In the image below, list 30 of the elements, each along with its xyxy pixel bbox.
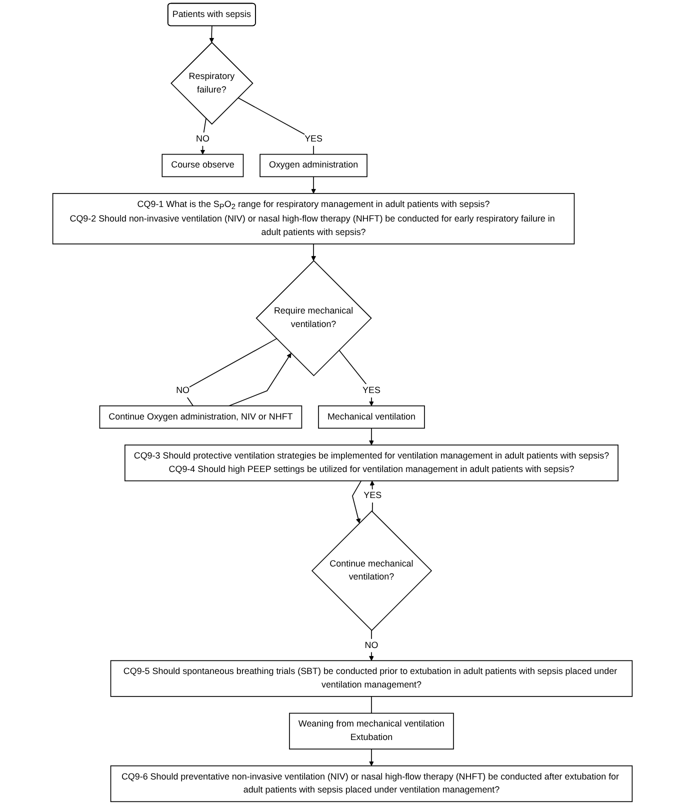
node-box: Mechanical ventilation <box>318 405 425 429</box>
arrow <box>369 428 374 446</box>
arrow <box>369 748 374 766</box>
edge-label: YES <box>304 134 322 144</box>
edge-label: NO <box>364 640 378 650</box>
connector <box>371 696 372 714</box>
node-box: Weaning from mechanical ventilation Extubation <box>289 712 454 750</box>
edge-label: YES <box>362 386 380 396</box>
node-diamond: Continue mechanical ventilation? <box>311 510 432 632</box>
node-box: Course observe <box>162 154 244 178</box>
edge-label: NO <box>196 134 210 144</box>
node-box: CQ9-3 Should protective ventilation strategies be implemented for ventilation management in adult patients with sepsis? CQ9-4 Should high PEEP settings be utilized for ventilation management in adult patients with sepsis? <box>124 444 618 482</box>
connector <box>238 97 314 155</box>
arrow <box>352 480 362 524</box>
edge-label: NO <box>176 386 190 396</box>
arrow <box>338 350 374 406</box>
node-box: Oxygen administration <box>260 154 368 178</box>
arrow <box>311 244 316 261</box>
node-diamond: Respiratory failure? <box>170 42 254 125</box>
node-box: CQ9-1 What is the S$_{P}$O$_{2}$ range for respiratory management in adult patients with sepsis? CQ9-2 Should non-invasive ventilation (NIV) or nasal high-flow therapy (NHFT) be conducted for early respiratory failure in adult patients with sepsis? <box>52 193 575 244</box>
node-diamond: Require mechanical ventilation? <box>256 260 372 376</box>
node-box: Continue Oxygen administration, NIV or NHFT <box>99 405 302 429</box>
arrow <box>228 352 292 406</box>
arrow <box>209 26 214 43</box>
node-box: CQ9-6 Should preventative non-invasive ventilation (NIV) or nasal high-flow therapy (NHFT) be conducted after extubation for adult patients with sepsis placed under ventilation management? <box>110 765 633 802</box>
edge-label: YES <box>364 490 382 500</box>
arrow <box>200 118 206 155</box>
arrow <box>369 630 374 661</box>
arrow <box>311 176 316 194</box>
node-box: CQ9-5 Should spontaneous breathing trials (SBT) be conducted prior to extubation in adult patients with sepsis placed under ventilation management? <box>110 660 633 697</box>
